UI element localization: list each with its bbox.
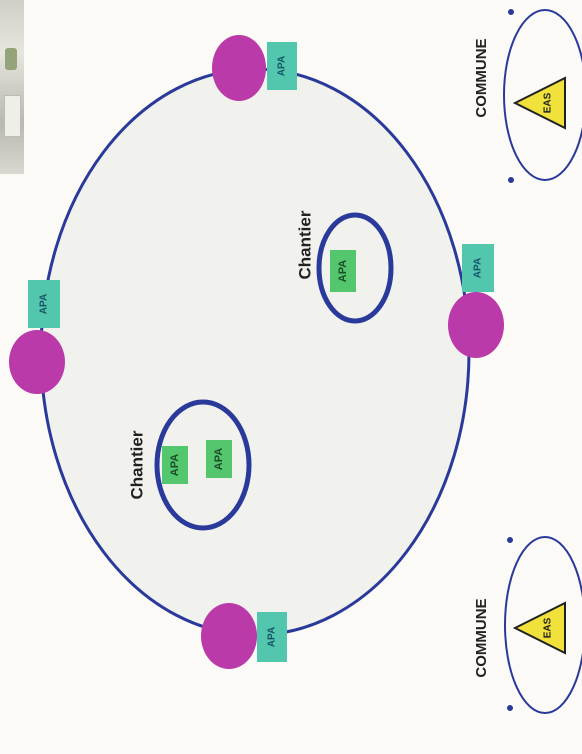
eas-label-top: EAS [543, 92, 554, 113]
commune-top: COMMUNE EAS [473, 9, 582, 183]
commune-endpoint-dot [507, 705, 513, 711]
network-node-bottom: APA [201, 603, 287, 669]
apa-tag-label: APA [267, 627, 278, 647]
eas-label-bottom: EAS [543, 617, 554, 638]
commune-ring-bottom [504, 536, 582, 714]
apa-box-2: APA [206, 440, 232, 478]
apa-box-3: APA [330, 250, 356, 292]
chantier-label-1: Chantier [127, 430, 146, 499]
commune-label-bottom: COMMUNE [473, 598, 490, 677]
apa-box-1: APA [162, 446, 188, 484]
commune-endpoint-dot [507, 537, 513, 543]
commune-endpoint-dot [508, 9, 514, 15]
apa-tag-label: APA [473, 258, 484, 278]
apa-label: APA [169, 454, 181, 476]
commune-ring-top [503, 9, 582, 181]
commune-label-top: COMMUNE [473, 38, 490, 117]
chantier-ring-1 [154, 399, 252, 531]
chantier-ring-2 [316, 212, 394, 324]
network-node-right: APA [448, 244, 504, 358]
apa-label: APA [337, 260, 349, 282]
photo-corner-fragment [0, 0, 24, 174]
network-node-top: APA [212, 35, 297, 101]
apa-label: APA [213, 448, 225, 470]
commune-bottom: COMMUNE EAS [473, 536, 582, 714]
network-node-left: APA [9, 280, 65, 394]
chantier-label-2: Chantier [295, 210, 314, 279]
commune-endpoint-dot [508, 177, 514, 183]
warning-triangle-icon: EAS [512, 76, 566, 130]
warning-triangle-icon: EAS [512, 601, 566, 655]
apa-tag-label: APA [39, 294, 50, 314]
site-boundary-ring [39, 67, 471, 637]
apa-tag-label: APA [277, 56, 288, 76]
